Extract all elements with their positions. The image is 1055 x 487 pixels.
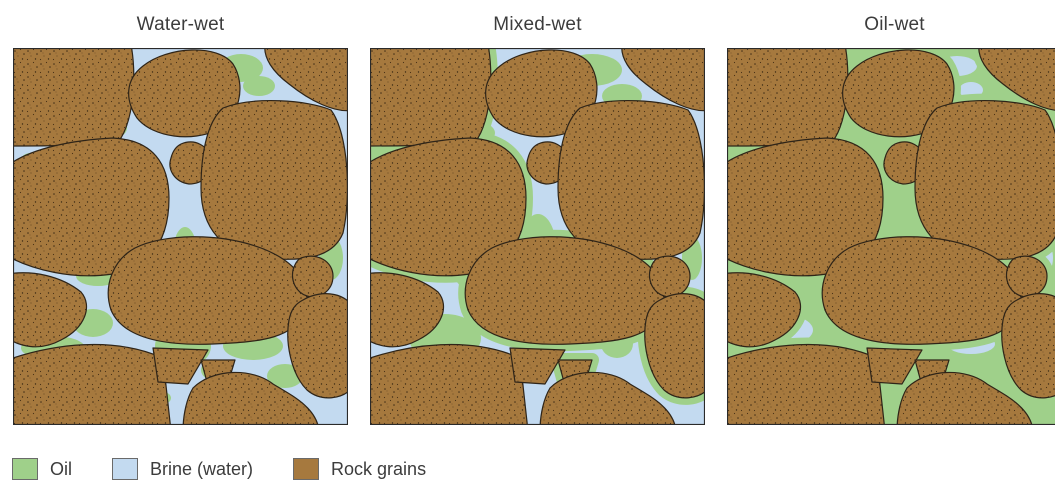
- rock-grain-6: [201, 101, 347, 260]
- legend-item-brine: Brine (water): [112, 458, 253, 480]
- rock-grains-swatch: [293, 458, 319, 480]
- oil-wet-panel: [727, 48, 1055, 425]
- brine-swatch: [112, 458, 138, 480]
- rock-grain-9: [650, 256, 690, 297]
- legend-label-brine: Brine (water): [150, 459, 253, 480]
- mixed-wet-panel: [370, 48, 705, 425]
- rock-grain-6: [915, 101, 1055, 260]
- rock-grain-1: [727, 48, 848, 146]
- legend: Oil Brine (water) Rock grains: [12, 456, 466, 482]
- rock-grain-11: [370, 345, 528, 425]
- legend-label-oil: Oil: [50, 459, 72, 480]
- rock-grain-9: [293, 256, 333, 297]
- panel-title-oil-wet: Oil-wet: [727, 14, 1055, 36]
- oil-swatch: [12, 458, 38, 480]
- panel-title-water-wet: Water-wet: [13, 14, 348, 36]
- rock-grain-1: [13, 48, 134, 146]
- legend-item-rock-grains: Rock grains: [293, 458, 426, 480]
- rock-grain-9: [1007, 256, 1047, 297]
- water-wet-panel: [13, 48, 348, 425]
- rock-grain-1: [370, 48, 491, 146]
- legend-item-oil: Oil: [12, 458, 72, 480]
- rock-grain-11: [13, 345, 171, 425]
- rock-grain-11: [727, 345, 885, 425]
- panel-title-mixed-wet: Mixed-wet: [370, 14, 705, 36]
- rock-grain-6: [558, 101, 704, 260]
- legend-label-rock-grains: Rock grains: [331, 459, 426, 480]
